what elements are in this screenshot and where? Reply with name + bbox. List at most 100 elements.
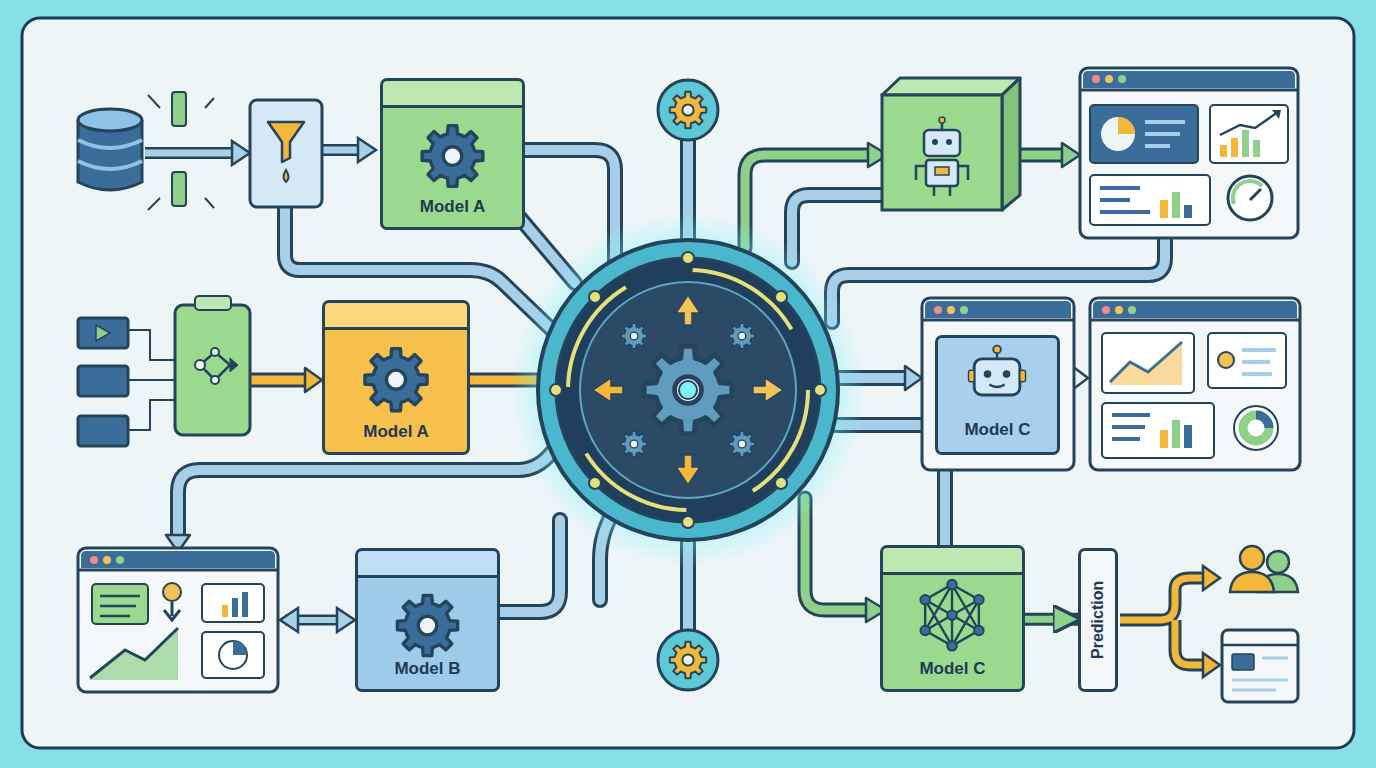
model-panel-part [922,319,1074,322]
input-sources-part [211,376,219,384]
model-panel-part [960,306,968,314]
outputs [1120,546,1298,702]
dashboard-top-part [1101,117,1135,151]
dashboard-bottom-left [78,548,355,692]
dashboard-top-part [1220,112,1278,135]
dashboard-bottom-left-part [337,608,355,632]
hub-part [775,291,787,303]
gear-badges [658,80,718,690]
input-sources-part [230,358,238,372]
flow-arrow-line [1025,616,1078,623]
model-panel-part [934,306,942,314]
dashboard-right-part [1208,333,1286,388]
hub-part [814,384,826,396]
database-input-part [145,150,232,157]
model-label: Model C [938,420,1057,440]
hub [510,212,866,568]
dashboard-right-part [1090,319,1300,322]
dashboard-top-part [1172,192,1180,218]
dashboard-bottom-left-part [90,628,178,678]
network-icon-part-part [947,610,957,620]
dashboard-top-part [1250,189,1261,200]
hub-part [753,378,783,402]
robot-icon-part [969,370,975,381]
input-sources-part [78,318,128,348]
dashboard-top-part [1080,68,1298,238]
hub-part [568,270,808,510]
hub-part [538,240,838,540]
hub-part [593,378,623,402]
dashboard-bottom-left-part [100,596,140,616]
filter-box-part [284,170,289,182]
database-input-part [148,95,214,210]
network-icon-part-part [920,595,930,605]
dashboard-bottom-left-part [81,551,275,568]
dashboard-right-part [1172,420,1180,448]
dashboard-bottom-left-part [78,548,278,692]
dashboard-top-part [1090,175,1210,225]
dashboard-bottom-left-part [116,556,124,564]
robot-icon-part [1020,370,1026,381]
dashboard-right-part [1234,406,1278,450]
dashboard-right-part [1128,306,1136,314]
gear-badges-part [670,92,706,128]
model-panel-part [922,298,1074,470]
network-icon-part [920,580,983,651]
dashboard-bottom-left-part [202,584,264,622]
hub-part [589,291,601,303]
hub-part [676,295,700,325]
robot-box-part [916,166,968,196]
dashboard-right-part [1184,425,1192,448]
dashboard-top-part [1272,110,1281,119]
model-label: Model A [325,422,467,442]
hub-part [556,258,820,522]
input-sources-part [211,348,219,356]
dashboard-top-part [1100,188,1150,212]
dashboard-top-part [1210,105,1288,163]
outputs-part [1203,653,1220,677]
database-input-part [232,141,250,165]
database-input-part [78,140,142,169]
database-input-part [172,172,186,206]
dashboard-top-part [1184,205,1192,218]
model-label: Model A [383,197,522,217]
hub-part [550,384,562,396]
robot-icon-part [989,385,1004,387]
dashboard-bottom-left-part [92,584,148,624]
model-box: Model C [880,545,1025,692]
hub-part [621,323,647,349]
robot-box-part [946,139,952,145]
dashboard-bottom-left-part [202,632,264,678]
outputs-part [1232,654,1254,670]
hub-part [510,212,866,568]
arrowheads-part [905,366,922,390]
gear-badges-part [658,630,718,690]
hub-part [679,381,697,399]
dashboard-bottom-left-part [233,641,247,655]
dashboard-bottom-left-part [103,556,111,564]
arrowheads-part [305,368,322,392]
dashboard-right-part [1218,352,1234,368]
robot-box-part [1002,78,1020,210]
gear-icon-part [397,595,457,655]
dashboard-right-part [1102,306,1110,314]
dashboard-top-part [1105,75,1113,83]
hub-part [682,252,694,264]
prediction-box: Prediction [1078,548,1118,692]
hub-part [682,516,694,528]
network-icon-part-part [920,626,930,636]
hub-part [589,477,601,489]
dashboard-bottom-left-part [280,608,298,632]
dashboard-top-part [1083,71,1295,88]
dashboard-top-part [1160,200,1168,218]
outputs-part [1232,658,1288,690]
hub-part [729,323,755,349]
database-input [78,92,376,210]
gear-badges-part [670,642,706,678]
dashboard-bottom-left-part [222,605,228,617]
dashboard-top-part [1092,75,1100,83]
robot-icon-part [974,359,1020,395]
input-sources-part [78,416,128,446]
